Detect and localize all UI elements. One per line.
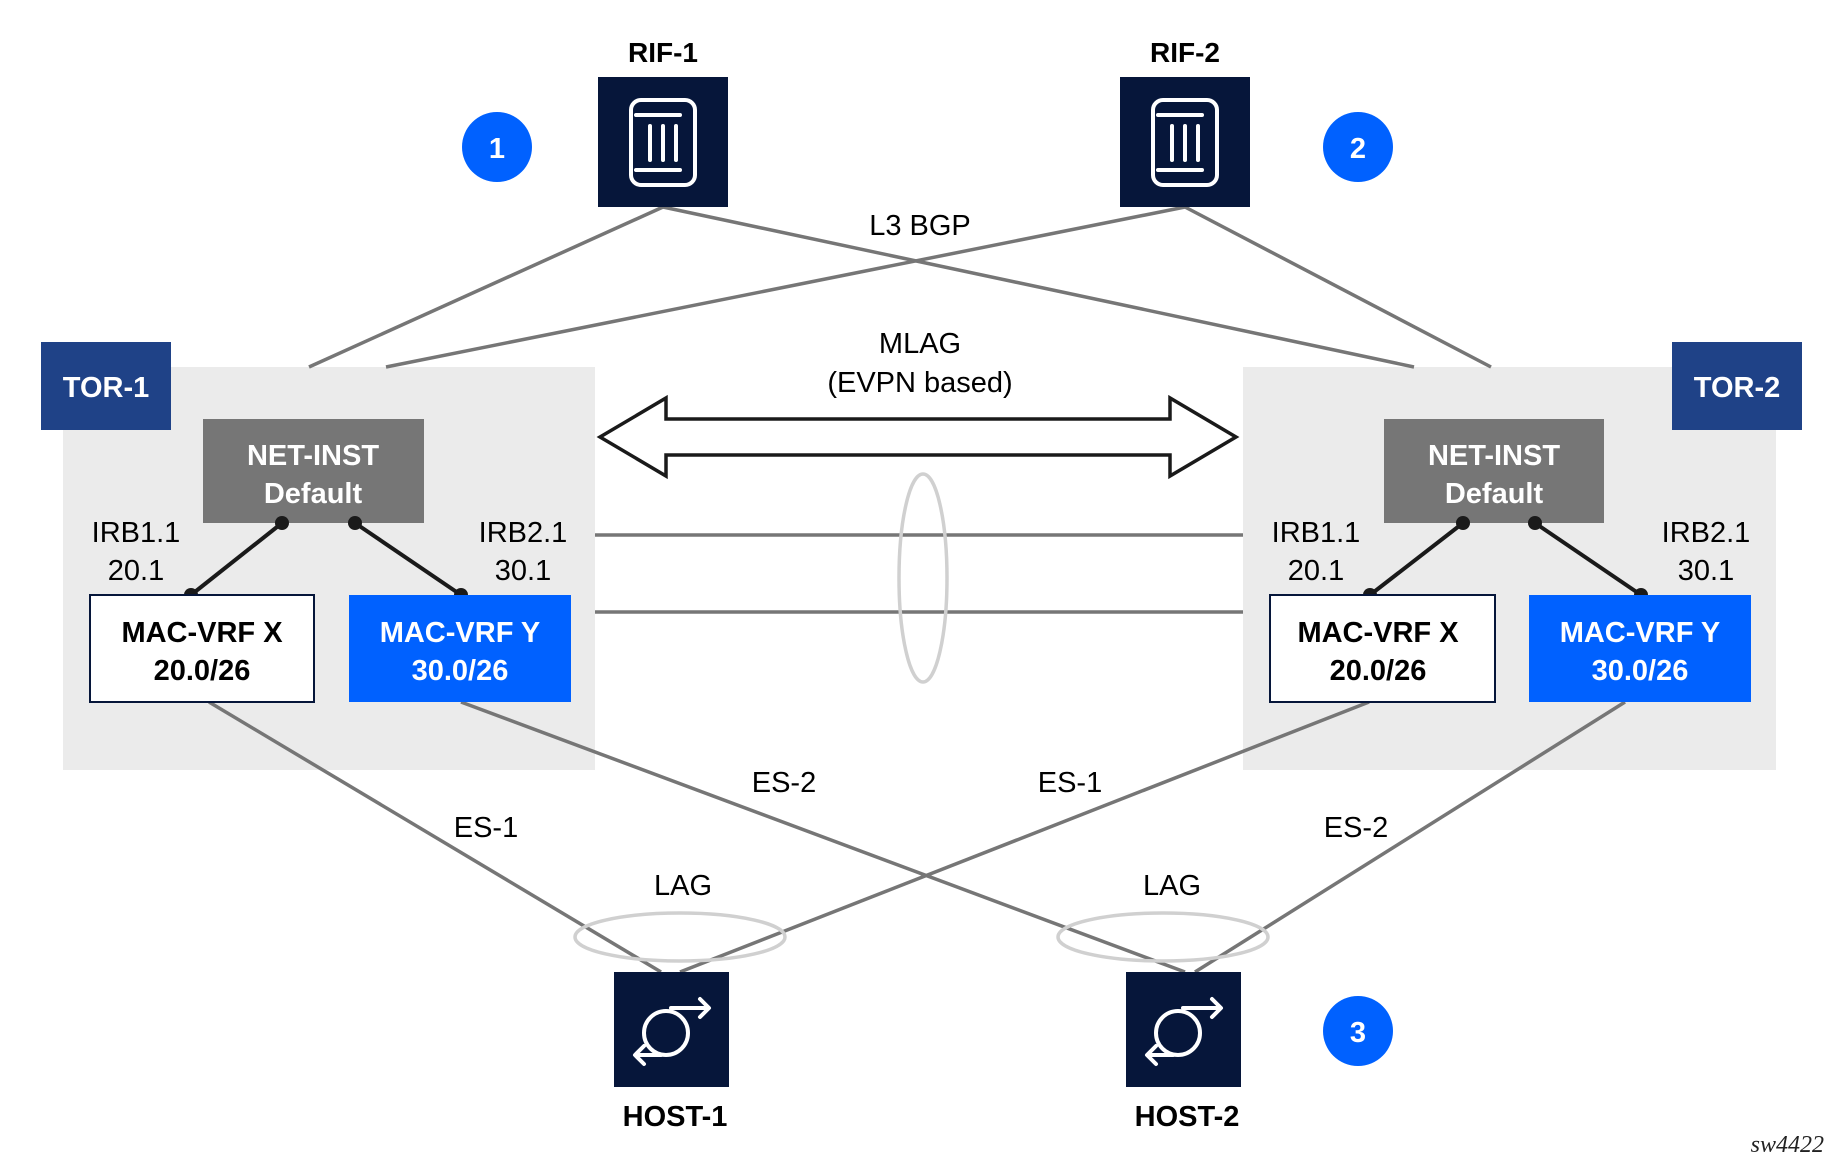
router-label: RIF-2: [1150, 37, 1220, 68]
svg-text:1: 1: [489, 133, 505, 165]
es1-label-right: ES-1: [1038, 767, 1102, 799]
svg-text:30.0/26: 30.0/26: [1592, 655, 1689, 687]
router-rif1[interactable]: RIF-1: [598, 37, 728, 207]
tor2-irb-links: [1368, 521, 1643, 597]
es2-label-left: ES-2: [752, 767, 816, 799]
tor1-irb-links: [189, 521, 463, 597]
svg-text:3: 3: [1350, 1017, 1366, 1049]
svg-text:MAC-VRF Y: MAC-VRF Y: [1560, 617, 1721, 649]
uplinks: [308, 205, 1492, 369]
svg-text:30.0/26: 30.0/26: [412, 655, 509, 687]
svg-text:Default: Default: [264, 478, 363, 510]
router-icon: [1151, 98, 1219, 187]
lag-ellipse-host2: [1056, 911, 1270, 963]
mlag-double-arrow: [596, 394, 1240, 480]
lag-ellipse-host1: [573, 911, 787, 963]
tor2-irb1-name: IRB1.1: [1272, 517, 1361, 549]
es1-label-left: ES-1: [454, 812, 518, 844]
svg-text:20.0/26: 20.0/26: [1330, 655, 1427, 687]
step-badge-3: 3: [1323, 996, 1393, 1066]
es2-label-right: ES-2: [1324, 812, 1388, 844]
link-tor1-vrfy-host2: [460, 700, 1186, 974]
tor2-mac-vrf-y[interactable]: MAC-VRF Y 30.0/26: [1529, 595, 1751, 702]
router-rif2[interactable]: RIF-2: [1120, 37, 1250, 207]
tor1: TOR-1 NET-INST Default IRB1.1 20.1 IRB2.…: [41, 342, 571, 703]
link-tor2-vrfx-host1: [679, 700, 1370, 974]
tor1-irb2-addr: 30.1: [495, 555, 551, 587]
lag-label-host1: LAG: [654, 870, 712, 902]
step-badge-1: 1: [462, 112, 532, 182]
tor1-irb1-addr: 20.1: [108, 555, 164, 587]
svg-text:Default: Default: [1445, 478, 1544, 510]
tor2-irb1-addr: 20.1: [1288, 555, 1344, 587]
link-rif2-tor2: [1184, 205, 1492, 369]
svg-text:TOR-1: TOR-1: [63, 372, 149, 404]
tor1-irb2-name: IRB2.1: [479, 517, 568, 549]
inter-tor-links: [595, 533, 1243, 614]
tor1-net-inst[interactable]: NET-INST Default: [203, 419, 424, 523]
l3-bgp-label: L3 BGP: [869, 210, 971, 242]
link-rif2-tor1: [385, 205, 1186, 369]
svg-text:20.0/26: 20.0/26: [154, 655, 251, 687]
mlag-label: MLAG: [879, 328, 961, 360]
host-label: HOST-2: [1135, 1101, 1240, 1133]
host-icon: [1145, 997, 1223, 1066]
svg-text:MAC-VRF Y: MAC-VRF Y: [380, 617, 541, 649]
tor2-net-inst[interactable]: NET-INST Default: [1384, 419, 1604, 523]
host-host1[interactable]: HOST-1: [614, 972, 729, 1133]
tor2-label-box[interactable]: TOR-2: [1672, 342, 1802, 430]
host-icon: [633, 997, 711, 1066]
tor1-label-box[interactable]: TOR-1: [41, 342, 171, 430]
mlag-evpn-label: (EVPN based): [827, 367, 1012, 399]
tor1-mac-vrf-y[interactable]: MAC-VRF Y 30.0/26: [349, 595, 571, 702]
router-label: RIF-1: [628, 37, 698, 68]
host-label: HOST-1: [623, 1101, 728, 1133]
svg-text:MAC-VRF X: MAC-VRF X: [1297, 617, 1459, 649]
mlag-bundle-ellipse: [897, 472, 949, 684]
tor1-mac-vrf-x[interactable]: MAC-VRF X 20.0/26: [89, 594, 315, 703]
tor2-irb2-addr: 30.1: [1678, 555, 1734, 587]
tor2-mac-vrf-x[interactable]: MAC-VRF X 20.0/26: [1269, 594, 1496, 703]
svg-text:NET-INST: NET-INST: [1428, 440, 1560, 472]
host-host2[interactable]: HOST-2: [1126, 972, 1241, 1133]
svg-text:MAC-VRF X: MAC-VRF X: [121, 617, 283, 649]
link-tor2-vrfy-host2: [1194, 700, 1626, 974]
svg-text:TOR-2: TOR-2: [1694, 372, 1780, 404]
tor2: TOR-2 NET-INST Default IRB1.1 20.1 IRB2.…: [1269, 342, 1802, 703]
link-rif1-tor1: [308, 205, 664, 369]
svg-text:NET-INST: NET-INST: [247, 440, 379, 472]
router-icon: [629, 98, 697, 187]
link-rif1-tor2: [662, 205, 1415, 369]
lag-label-host2: LAG: [1143, 870, 1201, 902]
tor1-irb1-name: IRB1.1: [92, 517, 181, 549]
figure-id: sw4422: [1751, 1132, 1824, 1158]
svg-text:2: 2: [1350, 133, 1366, 165]
step-badge-2: 2: [1323, 112, 1393, 182]
tor2-irb2-name: IRB2.1: [1662, 517, 1751, 549]
